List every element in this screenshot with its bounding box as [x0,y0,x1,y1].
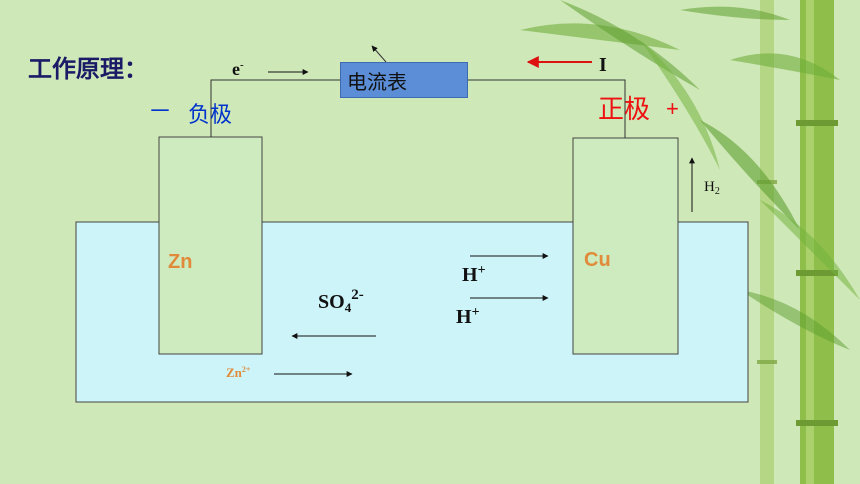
positive-sign: + [666,96,679,121]
hydrogen-gas-label: H2 [704,180,720,197]
hydrogen-ion-label-top: H+ [462,263,486,286]
positive-electrode-label: 正极 [598,94,651,124]
ammeter-label: 电流表 [347,71,407,94]
sulfate-charge: 2- [351,287,364,303]
electron-symbol: e [232,59,240,79]
external-wire-right [468,79,626,138]
copper-electrode [572,137,679,355]
hydrogen-base: H [462,264,478,286]
meter-needle-arrow [371,45,387,63]
hydrogen-gas-subscript: 2 [714,186,720,197]
zinc-ion-charge: 2+ [241,365,251,374]
ammeter-box: 电流表 [340,62,468,98]
sulfate-base: SO [318,291,345,313]
negative-electrode-label: 负极 [188,102,233,127]
bamboo-decoration [520,0,860,484]
negative-sign: － [148,98,172,125]
zinc-ion-base: Zn [226,365,242,380]
external-wire [210,79,340,137]
sulfate-ion-label: SO42- [318,287,364,315]
hydrogen-charge: + [471,305,480,320]
hydrogen-gas-base: H [704,179,715,195]
electron-charge: - [240,59,244,71]
current-label: I [599,54,607,76]
zinc-electrode-label: Zn [168,251,193,273]
electron-label: e- [232,59,244,79]
hydrogen-base: H [456,306,472,328]
hydrogen-charge: + [477,263,486,278]
slide-title: 工作原理： [28,56,148,83]
zinc-electrode [158,136,263,355]
zinc-ion-label: Zn2+ [226,365,251,380]
copper-electrode-label: Cu [584,249,611,271]
sulfate-subscript: 4 [344,300,352,315]
hydrogen-ion-label-bottom: H+ [456,305,480,328]
